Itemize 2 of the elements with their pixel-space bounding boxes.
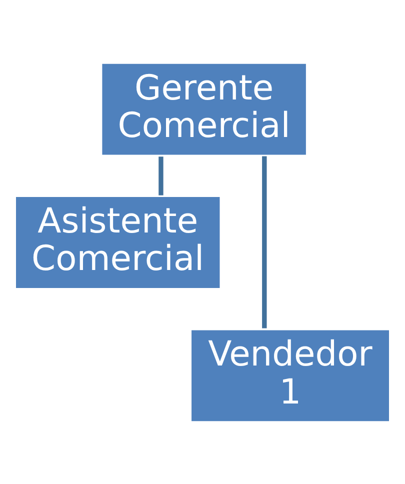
connector [158,156,164,195]
connector [262,156,267,328]
